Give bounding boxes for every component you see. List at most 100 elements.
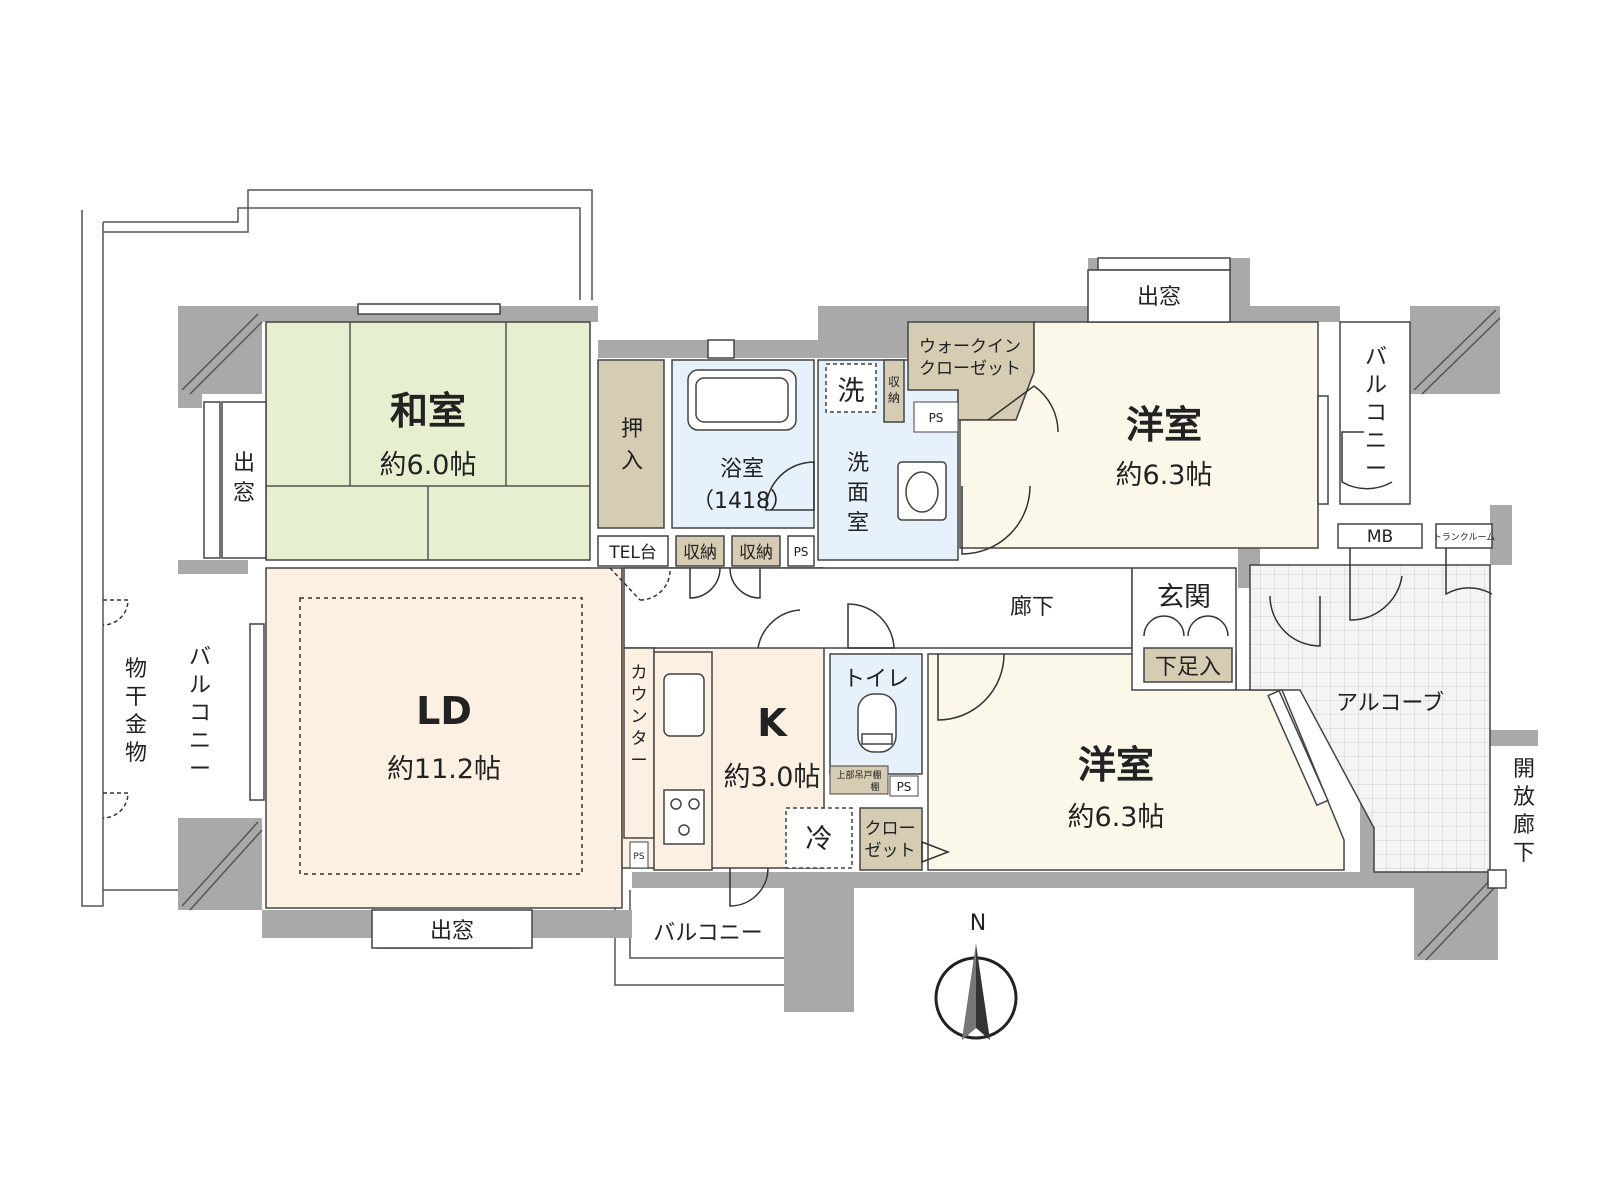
open-corridor-char-2: 放 bbox=[1513, 785, 1535, 810]
balcony-left-char-4: ニ bbox=[189, 729, 211, 754]
youshitsu-1 bbox=[959, 321, 1319, 549]
open-corridor-char-3: 廊 bbox=[1513, 813, 1535, 838]
door-swings bbox=[609, 385, 1493, 907]
entrance-label: 玄関 bbox=[1157, 582, 1211, 613]
getabako-label: 下足入 bbox=[1155, 655, 1221, 680]
mb-box bbox=[1337, 523, 1423, 549]
wic-line-2: クローゼット bbox=[919, 359, 1021, 379]
kitchen-area: 約3.0帖 bbox=[724, 762, 821, 793]
fridge-box bbox=[785, 807, 853, 869]
oshiire-char-1: 押 bbox=[621, 417, 643, 442]
closet-line-1: クロー bbox=[865, 819, 916, 839]
shunou-1-label: 収納 bbox=[683, 543, 717, 563]
tel-box bbox=[597, 535, 669, 567]
bath-label: 浴室 bbox=[720, 457, 764, 482]
labels: 和室 約6.0帖 LD 約11.2帖 K 約3.0帖 洋室 約6.3帖 洋室 約… bbox=[125, 285, 1535, 946]
youshitsu2-area: 約6.3帖 bbox=[1068, 802, 1165, 833]
ps-label-3: PS bbox=[897, 780, 912, 794]
kitchen-counter bbox=[623, 647, 713, 871]
washroom-char-1: 洗 bbox=[847, 451, 869, 476]
ld-area: 約11.2帖 bbox=[387, 754, 501, 785]
corridor-marker bbox=[1487, 869, 1507, 889]
balcony-left-char-5: ー bbox=[189, 757, 211, 782]
drying-char-3: 金 bbox=[125, 713, 147, 738]
counter-char-4: タ bbox=[631, 729, 648, 749]
bay-window-bottom: 出窓 bbox=[430, 919, 474, 944]
washroom-char-2: 面 bbox=[847, 481, 869, 506]
ps-box-1 bbox=[787, 535, 815, 567]
shunou-box-1 bbox=[675, 535, 725, 567]
wic-line-1: ウォークイン bbox=[919, 337, 1021, 357]
trunk-room-label: トランクルーム bbox=[1433, 532, 1495, 543]
north-compass bbox=[934, 944, 1018, 1040]
alcove-label: アルコーブ bbox=[1336, 691, 1444, 716]
rooms bbox=[265, 321, 1491, 909]
hallway-room bbox=[623, 567, 1133, 649]
counter-char-3: ン bbox=[631, 707, 648, 727]
ps-label-1: PS bbox=[794, 545, 809, 559]
open-corridor-char-4: 下 bbox=[1513, 841, 1535, 866]
drying-char-4: 物 bbox=[125, 741, 147, 766]
shunou-2-label: 収納 bbox=[739, 543, 773, 563]
washer-box bbox=[825, 363, 877, 413]
ld-room bbox=[265, 567, 623, 909]
ps-label-2: PS bbox=[929, 411, 944, 425]
bay-window-top: 出窓 bbox=[1137, 285, 1181, 310]
fridge-label: 冷 bbox=[806, 824, 833, 855]
ps-box-3 bbox=[889, 775, 919, 797]
balcony-right-char-2: ル bbox=[1365, 373, 1387, 398]
youshitsu2-label: 洋室 bbox=[1078, 743, 1154, 787]
drying-hardware-marks bbox=[102, 599, 129, 819]
washitsu-area: 約6.0帖 bbox=[380, 450, 477, 481]
balcony-left-char-1: バ bbox=[189, 645, 211, 670]
storage-strip bbox=[597, 359, 1493, 871]
washer-label: 洗 bbox=[838, 376, 865, 407]
wall-hatch bbox=[181, 309, 1501, 961]
sink-icon bbox=[663, 673, 705, 737]
counter-char-5: ー bbox=[631, 751, 648, 771]
open-corridor-char-1: 開 bbox=[1513, 757, 1535, 782]
toilet-shelf-line-2: 棚 bbox=[870, 781, 879, 793]
toilet-shelf-line-1: 上部吊戸棚 bbox=[836, 769, 881, 781]
alcove bbox=[1249, 564, 1491, 873]
balcony-left-char-3: コ bbox=[189, 701, 211, 726]
balcony-left-char-2: ル bbox=[189, 673, 211, 698]
fixtures bbox=[687, 369, 947, 753]
youshitsu1-area: 約6.3帖 bbox=[1116, 460, 1213, 491]
ps-box-4 bbox=[629, 841, 649, 869]
tatami-lines bbox=[266, 322, 590, 560]
bath-size: （1418） bbox=[692, 489, 792, 514]
counter-char-1: カ bbox=[631, 663, 648, 683]
ps-label-4: PS bbox=[633, 852, 644, 862]
bay-window-left-char-1: 出 bbox=[233, 451, 255, 476]
right-balcony bbox=[1339, 321, 1411, 505]
youshitsu1-label: 洋室 bbox=[1126, 403, 1202, 447]
balcony-right-char-1: バ bbox=[1365, 345, 1387, 370]
compass-n-label: N bbox=[970, 911, 986, 936]
kitchen-label: K bbox=[757, 701, 788, 745]
ld-label: LD bbox=[416, 689, 472, 733]
shunou-small-char-2: 納 bbox=[888, 391, 900, 405]
shunou-small-box bbox=[883, 359, 905, 423]
shunou-small-char-1: 収 bbox=[888, 375, 900, 389]
balcony-right-char-5: ー bbox=[1365, 457, 1387, 482]
trunk-box bbox=[1435, 523, 1493, 549]
washroom-char-3: 室 bbox=[847, 511, 869, 536]
shunou-box-2 bbox=[731, 535, 781, 567]
drying-char-1: 物 bbox=[125, 657, 147, 682]
drying-char-2: 干 bbox=[125, 685, 147, 710]
balcony-bottom-label: バルコニー bbox=[653, 921, 763, 946]
tel-label: TEL台 bbox=[608, 543, 657, 563]
ps-box-2 bbox=[913, 401, 959, 433]
stove-icon bbox=[663, 789, 705, 845]
oshiire bbox=[597, 359, 665, 529]
closet-line-2: ゼット bbox=[865, 841, 916, 861]
hallway-label: 廊下 bbox=[1010, 595, 1054, 620]
counter-char-2: ウ bbox=[631, 685, 648, 705]
ld-ceiling-line bbox=[299, 597, 583, 875]
mb-label: MB bbox=[1367, 527, 1393, 547]
washitsu-label: 和室 bbox=[390, 389, 466, 433]
bay-window-left-char-2: 窓 bbox=[233, 481, 255, 506]
toilet-label: トイレ bbox=[843, 667, 909, 692]
balcony-right-char-3: コ bbox=[1365, 401, 1387, 426]
